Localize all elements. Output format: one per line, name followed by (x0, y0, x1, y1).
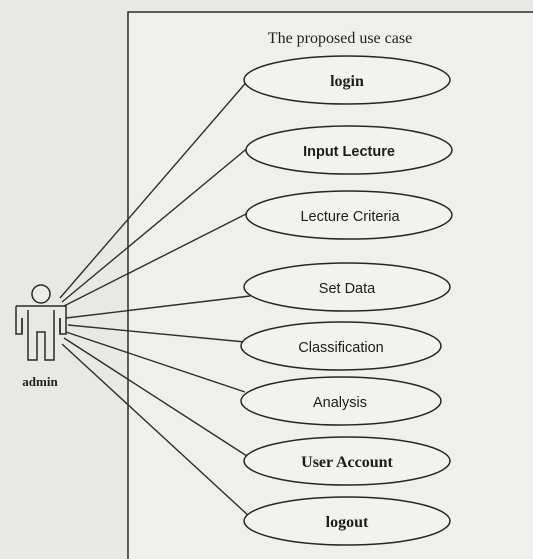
use-case-label-input-lecture: Input Lecture (303, 144, 395, 160)
use-case-user-account (243, 436, 451, 486)
association-line-logout (61, 343, 251, 518)
use-case-set-data (243, 262, 451, 312)
use-case-input-lecture (245, 125, 453, 175)
use-case-label-classification: Classification (298, 340, 383, 356)
association-lines (59, 77, 251, 518)
diagram-title: The proposed use case (268, 30, 412, 47)
use-case-logout (243, 496, 451, 546)
use-case-label-lecture-criteria: Lecture Criteria (300, 209, 400, 225)
association-line-login (59, 77, 251, 299)
actor-label: admin (22, 374, 58, 389)
association-line-analysis (65, 331, 246, 393)
use-case-label-user-account: User Account (301, 454, 393, 471)
use-case-label-set-data: Set Data (319, 281, 376, 297)
use-case-lecture-criteria (245, 190, 453, 240)
use-case-analysis (240, 376, 442, 426)
association-line-lecture-criteria (63, 211, 251, 307)
use-case-label-analysis: Analysis (313, 395, 367, 411)
association-line-user-account (63, 337, 251, 459)
use-case-login (243, 55, 451, 105)
use-case-classification (240, 321, 442, 371)
stick-figure-actor-icon (15, 284, 67, 361)
association-line-input-lecture (61, 145, 251, 303)
use-case-label-logout: logout (326, 514, 369, 531)
association-line-classification (67, 324, 246, 343)
association-line-set-data (65, 295, 251, 319)
use-case-label-login: login (330, 73, 364, 90)
